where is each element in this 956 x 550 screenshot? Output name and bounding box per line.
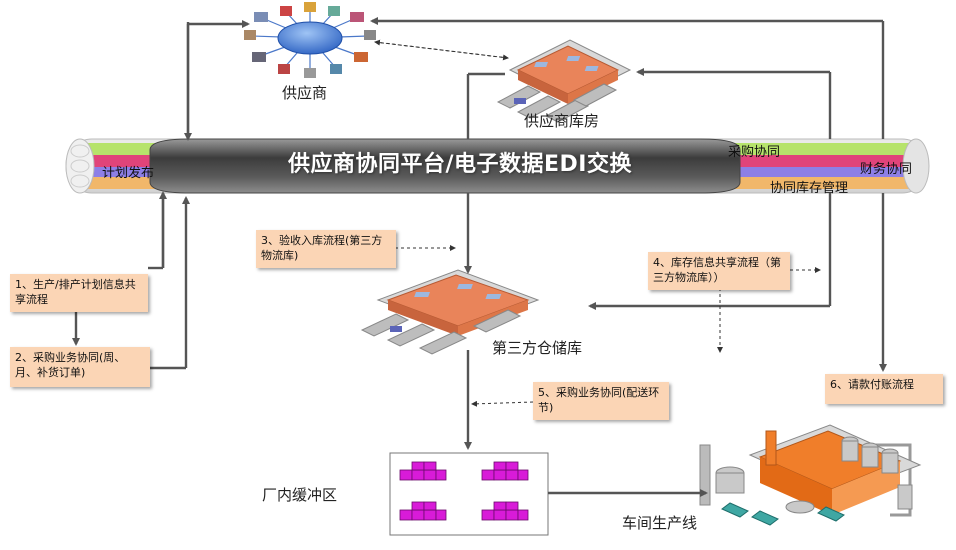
label-production-line: 车间生产线	[622, 514, 698, 532]
factory-icon	[699, 424, 922, 526]
factory-buffer-box	[389, 452, 549, 536]
note-flow-4: 4、库存信息共享流程（第三方物流库））	[648, 252, 790, 290]
label-third-party-warehouse: 第三方仓储库	[492, 339, 583, 357]
note-flow-1: 1、生产/排产计划信息共享流程	[10, 274, 148, 312]
dotted-connectors	[374, 39, 821, 407]
stripe-label-plan-release: 计划发布	[102, 166, 155, 181]
stripe-label-procurement: 采购协同	[728, 145, 781, 160]
supplier-network-icon	[244, 2, 376, 78]
buffer-stack-1	[399, 461, 447, 481]
label-supplier: 供应商	[282, 84, 328, 102]
platform-title: 供应商协同平台/电子数据EDI交换	[287, 152, 632, 177]
note-flow-6: 6、请款付账流程	[825, 374, 943, 404]
buffer-stack-4	[481, 501, 529, 521]
stripe-label-inventory: 协同库存管理	[770, 181, 849, 196]
third-party-warehouse-icon	[360, 269, 540, 355]
supplier-warehouse-icon	[496, 39, 632, 123]
buffer-stack-3	[399, 501, 447, 521]
note-flow-3: 3、验收入库流程(第三方物流库)	[256, 230, 396, 268]
connector-lines	[72, 17, 887, 497]
label-factory-buffer: 厂内缓冲区	[262, 486, 338, 504]
stripe-label-finance: 财务协同	[860, 162, 913, 177]
platform-center-band	[149, 138, 741, 194]
platform-tube	[65, 138, 930, 194]
note-flow-2: 2、采购业务协同(周、月、补货订单)	[10, 347, 150, 387]
buffer-stack-2	[481, 461, 529, 481]
label-supplier-warehouse: 供应商库房	[524, 112, 600, 130]
note-flow-5: 5、采购业务协同(配送环节)	[533, 382, 669, 420]
